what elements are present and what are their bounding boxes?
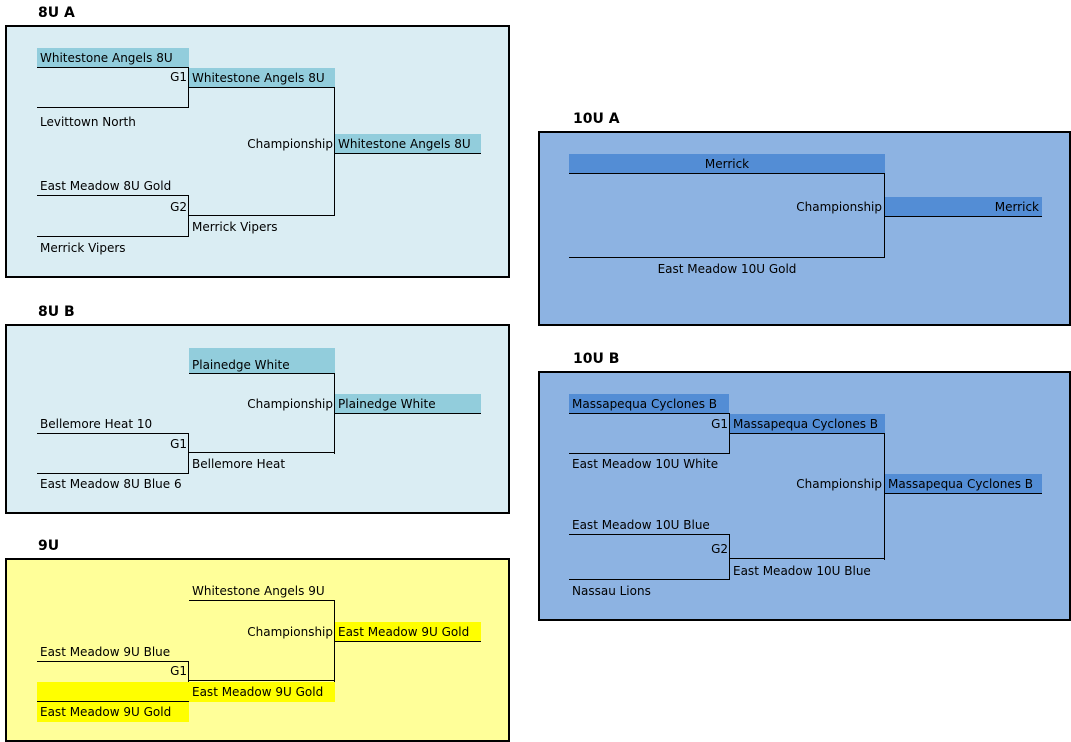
championship-label: Championship [796, 477, 882, 491]
champion-slot[interactable]: Merrick [885, 197, 1042, 217]
bye-team-slot[interactable]: Whitestone Angels 9U [189, 581, 335, 601]
team-slot[interactable]: East Meadow 10U White [572, 457, 719, 471]
winner-slot[interactable]: Merrick Vipers [192, 220, 278, 234]
championship-label: Championship [247, 397, 333, 411]
championship-label: Championship [247, 137, 333, 151]
team-slot[interactable]: Bellemore Heat 10 [37, 414, 189, 434]
bracket-line [569, 434, 729, 454]
bracket-10u-b: Massapequa Cyclones B East Meadow 10U Wh… [538, 371, 1071, 621]
bracket-line [37, 454, 189, 474]
bracket-line [37, 88, 189, 108]
winner-slot[interactable]: Whitestone Angels 8U [189, 68, 335, 88]
championship-label: Championship [796, 200, 882, 214]
bracket-line [189, 196, 335, 216]
bracket-connector [729, 413, 730, 454]
championship-label: Championship [247, 625, 333, 639]
winner-slot[interactable]: Massapequa Cyclones B [730, 414, 885, 434]
bracket-connector [188, 195, 189, 237]
game-label: G1 [170, 437, 187, 451]
bracket-8u-a: Whitestone Angels 8U Levittown North G1 … [5, 25, 510, 278]
champion-slot[interactable]: Massapequa Cyclones B [885, 474, 1042, 494]
bracket-line [37, 682, 189, 702]
game-label: G1 [170, 664, 187, 678]
bracket-9u: Whitestone Angels 9U East Meadow 9U Blue… [5, 558, 510, 742]
bracket-title-10u-a: 10U A [573, 111, 620, 127]
bracket-connector [884, 173, 885, 258]
game-label: G2 [711, 542, 728, 556]
winner-slot[interactable]: East Meadow 9U Gold [189, 682, 335, 702]
bracket-10u-a: Merrick East Meadow 10U Gold Championshi… [538, 131, 1071, 326]
bracket-connector [188, 67, 189, 108]
bye-team-slot[interactable]: Plainedge White [189, 348, 335, 374]
bracket-title-8u-b: 8U B [38, 304, 75, 320]
winner-slot[interactable]: Bellemore Heat [192, 457, 286, 471]
bracket-line [569, 238, 885, 258]
bracket-connector [188, 433, 189, 474]
bracket-line [730, 539, 885, 559]
team-slot[interactable]: Merrick [569, 154, 885, 174]
bracket-connector [334, 600, 335, 682]
team-slot[interactable]: Levittown North [40, 115, 136, 129]
bracket-connector [188, 661, 189, 702]
bracket-title-9u: 9U [38, 538, 60, 554]
champion-slot[interactable]: Whitestone Angels 8U [335, 134, 481, 154]
team-slot[interactable]: East Meadow 8U Blue 6 [40, 477, 182, 491]
team-slot[interactable]: East Meadow 10U Blue [569, 515, 729, 535]
game-label: G2 [170, 200, 187, 214]
team-slot[interactable]: Whitestone Angels 8U [37, 48, 189, 68]
bracket-connector [334, 373, 335, 454]
bracket-line [569, 560, 729, 580]
game-label: G1 [170, 70, 187, 84]
bracket-line [189, 661, 335, 681]
team-slot[interactable]: East Meadow 10U Gold [657, 262, 797, 276]
bracket-connector [334, 87, 335, 216]
champion-slot[interactable]: East Meadow 9U Gold [335, 622, 481, 642]
team-slot[interactable]: Massapequa Cyclones B [569, 394, 729, 414]
team-slot[interactable]: East Meadow 9U Blue [37, 642, 189, 662]
bracket-title-8u-a: 8U A [38, 5, 75, 21]
bracket-line [189, 433, 335, 453]
champion-slot[interactable]: Plainedge White [335, 394, 481, 414]
bracket-title-10u-b: 10U B [573, 351, 620, 367]
bracket-8u-b: Plainedge White Bellemore Heat 10 G1 Eas… [5, 324, 510, 514]
team-slot[interactable]: East Meadow 9U Gold [37, 702, 189, 722]
team-slot[interactable]: East Meadow 8U Gold [37, 176, 189, 196]
game-label: G1 [711, 417, 728, 431]
winner-slot[interactable]: East Meadow 10U Blue [733, 564, 871, 578]
bracket-connector [884, 433, 885, 560]
bracket-connector [729, 534, 730, 580]
bracket-line [37, 217, 189, 237]
team-slot[interactable]: Nassau Lions [572, 584, 651, 598]
team-slot[interactable]: Merrick Vipers [40, 241, 126, 255]
